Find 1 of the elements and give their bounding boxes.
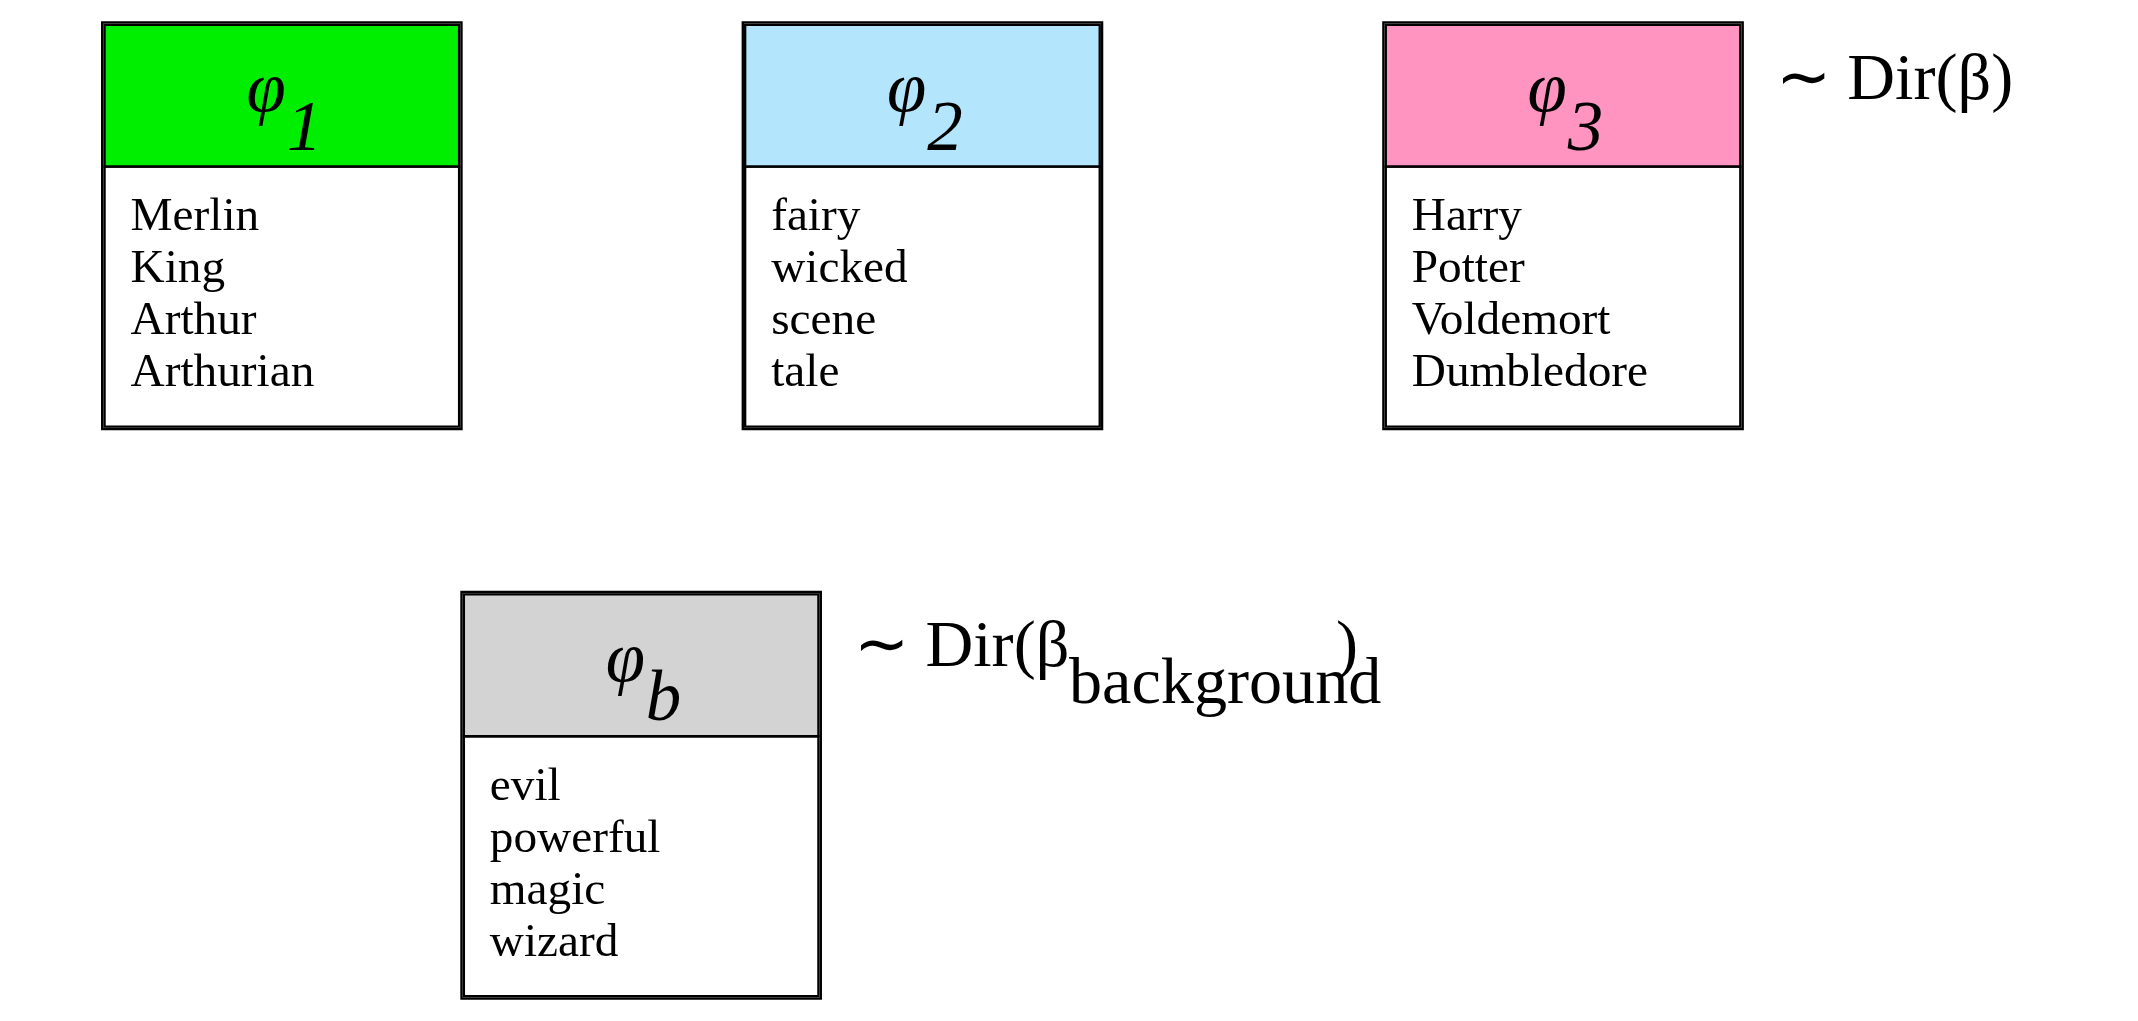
node-label: ∼ Dir(β) bbox=[1775, 39, 2014, 113]
